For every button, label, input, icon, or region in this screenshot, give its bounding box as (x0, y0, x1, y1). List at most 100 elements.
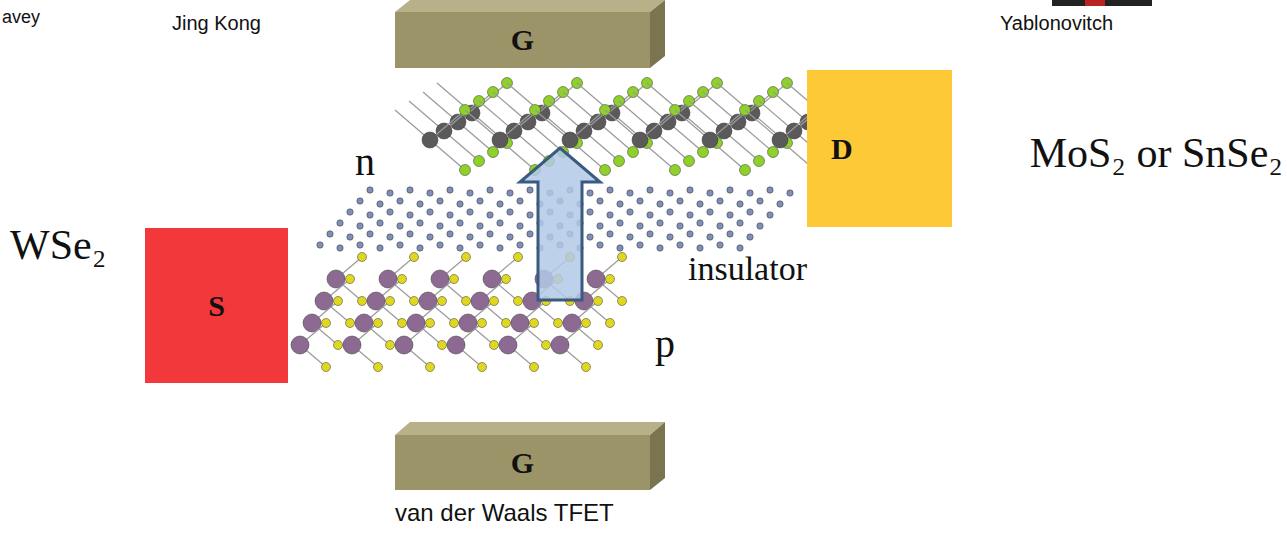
sulfur-atom (474, 156, 485, 167)
doping-label: p (655, 322, 675, 366)
selenium-atom (606, 275, 615, 284)
sulfur-atom (488, 147, 499, 158)
insulator-atom (507, 234, 513, 240)
photo-fragment (1052, 0, 1152, 6)
tunneling-arrow (520, 148, 600, 300)
insulator-atom (427, 190, 433, 196)
insulator-atom (397, 198, 403, 204)
selenium-atom (542, 341, 551, 350)
selenium-atom (478, 363, 487, 372)
selenium-atom (514, 253, 523, 262)
insulator-atom (677, 198, 683, 204)
insulator-atom (747, 190, 753, 196)
insulator-atom (507, 209, 513, 215)
insulator-atom (667, 190, 673, 196)
insulator-atom (697, 220, 703, 226)
terminal-letter: G (511, 23, 534, 57)
selenium-atom (322, 363, 331, 372)
insulator-atom (517, 242, 523, 248)
insulator-atom (497, 201, 503, 207)
tungsten-atom (551, 336, 569, 354)
drain-box: D (807, 70, 952, 227)
insulator-atom (617, 220, 623, 226)
selenium-atom (514, 297, 523, 306)
selenium-atom (358, 297, 367, 306)
insulator-atom (647, 187, 653, 193)
source-box: S (145, 228, 288, 383)
insulator-atom (347, 209, 353, 215)
insulator-atom (667, 234, 673, 240)
photo-fragment (1085, 0, 1105, 6)
tungsten-atom (291, 336, 309, 354)
insulator-atom (637, 198, 643, 204)
insulator-atom (407, 231, 413, 237)
sulfur-atom (684, 156, 695, 167)
insulator-atom (487, 187, 493, 193)
insulator-atom (597, 242, 603, 248)
gate-box: G (395, 12, 650, 68)
insulator-atom (767, 212, 773, 218)
insulator-atom (457, 201, 463, 207)
selenium-atom (462, 253, 471, 262)
tungsten-atom (499, 336, 517, 354)
selenium-atom (450, 275, 459, 284)
insulator-atom (757, 223, 763, 229)
person-name: Jing Kong (172, 12, 261, 34)
insulator-atom (607, 187, 613, 193)
metal-atom (436, 123, 452, 139)
selenium-atom (426, 363, 435, 372)
insulator-atom (707, 190, 713, 196)
selenium-atom (490, 297, 499, 306)
gate-top-face (395, 0, 665, 12)
insulator-atom (647, 231, 653, 237)
selenium-atom (374, 363, 383, 372)
sulfur-atom (600, 165, 611, 176)
metal-atom (716, 123, 732, 139)
insulator-atom (377, 201, 383, 207)
insulator-atom (457, 245, 463, 251)
selenium-atom (386, 341, 395, 350)
insulator-atom (377, 245, 383, 251)
insulator-atom (487, 212, 493, 218)
selenium-atom (490, 341, 499, 350)
insulator-atom (777, 201, 783, 207)
insulator-atom (707, 209, 713, 215)
selenium-atom (450, 319, 459, 328)
insulator-atom (357, 223, 363, 229)
selenium-atom (386, 297, 395, 306)
insulator-atom (347, 234, 353, 240)
insulator-atom (717, 242, 723, 248)
insulator-atom (367, 187, 373, 193)
insulator-atom (757, 198, 763, 204)
insulator-atom (687, 187, 693, 193)
insulator-atom (727, 231, 733, 237)
material-label: MoS₂ or SnSe₂ (1030, 130, 1283, 176)
insulator-atom (497, 220, 503, 226)
insulator-atom (477, 242, 483, 248)
metal-atom (632, 132, 648, 148)
insulator-atom (317, 242, 323, 248)
caption: van der Waals TFET (395, 500, 614, 526)
gate-side-face (650, 0, 665, 68)
insulator-atom (477, 198, 483, 204)
insulator-atom (667, 209, 673, 215)
metal-atom (506, 123, 522, 139)
insulator-atom (597, 223, 603, 229)
gate-side-face (650, 422, 665, 490)
terminal-letter: S (208, 289, 225, 323)
terminal-letter: G (511, 446, 534, 480)
selenium-atom (462, 297, 471, 306)
metal-atom (772, 132, 788, 148)
insulator-atom (617, 245, 623, 251)
insulator-atom (517, 223, 523, 229)
sulfur-atom (698, 147, 709, 158)
selenium-atom (530, 319, 539, 328)
selenium-atom (426, 319, 435, 328)
metal-atom (646, 123, 662, 139)
selenium-atom (410, 253, 419, 262)
metal-atom (492, 132, 508, 148)
insulator-atom (367, 212, 373, 218)
insulator-atom (467, 209, 473, 215)
metal-atom (786, 123, 802, 139)
insulator-atom (687, 231, 693, 237)
